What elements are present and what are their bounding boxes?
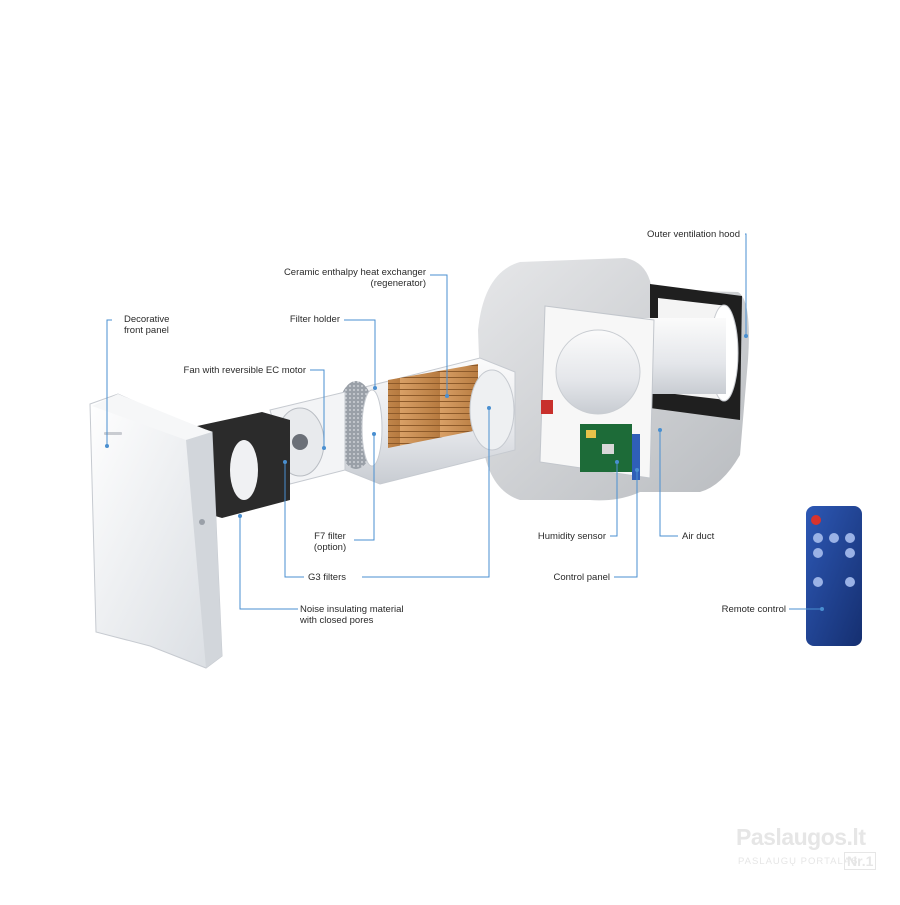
label-air-duct: Air duct <box>682 531 715 542</box>
heat-exchanger-regenerator <box>344 357 516 485</box>
watermark-sub: PASLAUGŲ PORTALAS <box>738 856 859 867</box>
watermark-main: Paslaugos.lt <box>736 824 866 850</box>
remote-control <box>806 506 862 646</box>
label-g3-filters: G3 filters <box>308 572 347 583</box>
label-fan: Fan with reversible EC motor <box>183 365 306 376</box>
label-decorative-front-panel: Decorative front panel <box>124 314 170 336</box>
filter-holder <box>336 381 383 469</box>
control-panel-assembly <box>539 305 655 480</box>
label-humidity-sensor: Humidity sensor <box>537 531 606 542</box>
label-control-panel: Control panel <box>553 572 610 583</box>
watermark-logo: Paslaugos.lt PASLAUGŲ PORTALAS Nr.1 <box>736 824 877 878</box>
watermark-nr: Nr.1 <box>844 852 877 870</box>
label-remote-control: Remote control <box>721 604 786 615</box>
label-heat-exchanger: Ceramic enthalpy heat exchanger (regener… <box>283 267 426 289</box>
power-button-icon <box>811 515 821 525</box>
decorative-front-panel <box>89 393 223 669</box>
label-filter-holder: Filter holder <box>289 314 340 325</box>
leader-lines <box>105 233 824 611</box>
label-noise-material: Noise insulating material with closed po… <box>300 604 404 626</box>
label-outer-ventilation-hood: Outer ventilation hood <box>647 229 740 240</box>
label-f7-filter: F7 filter (option) <box>313 531 347 553</box>
